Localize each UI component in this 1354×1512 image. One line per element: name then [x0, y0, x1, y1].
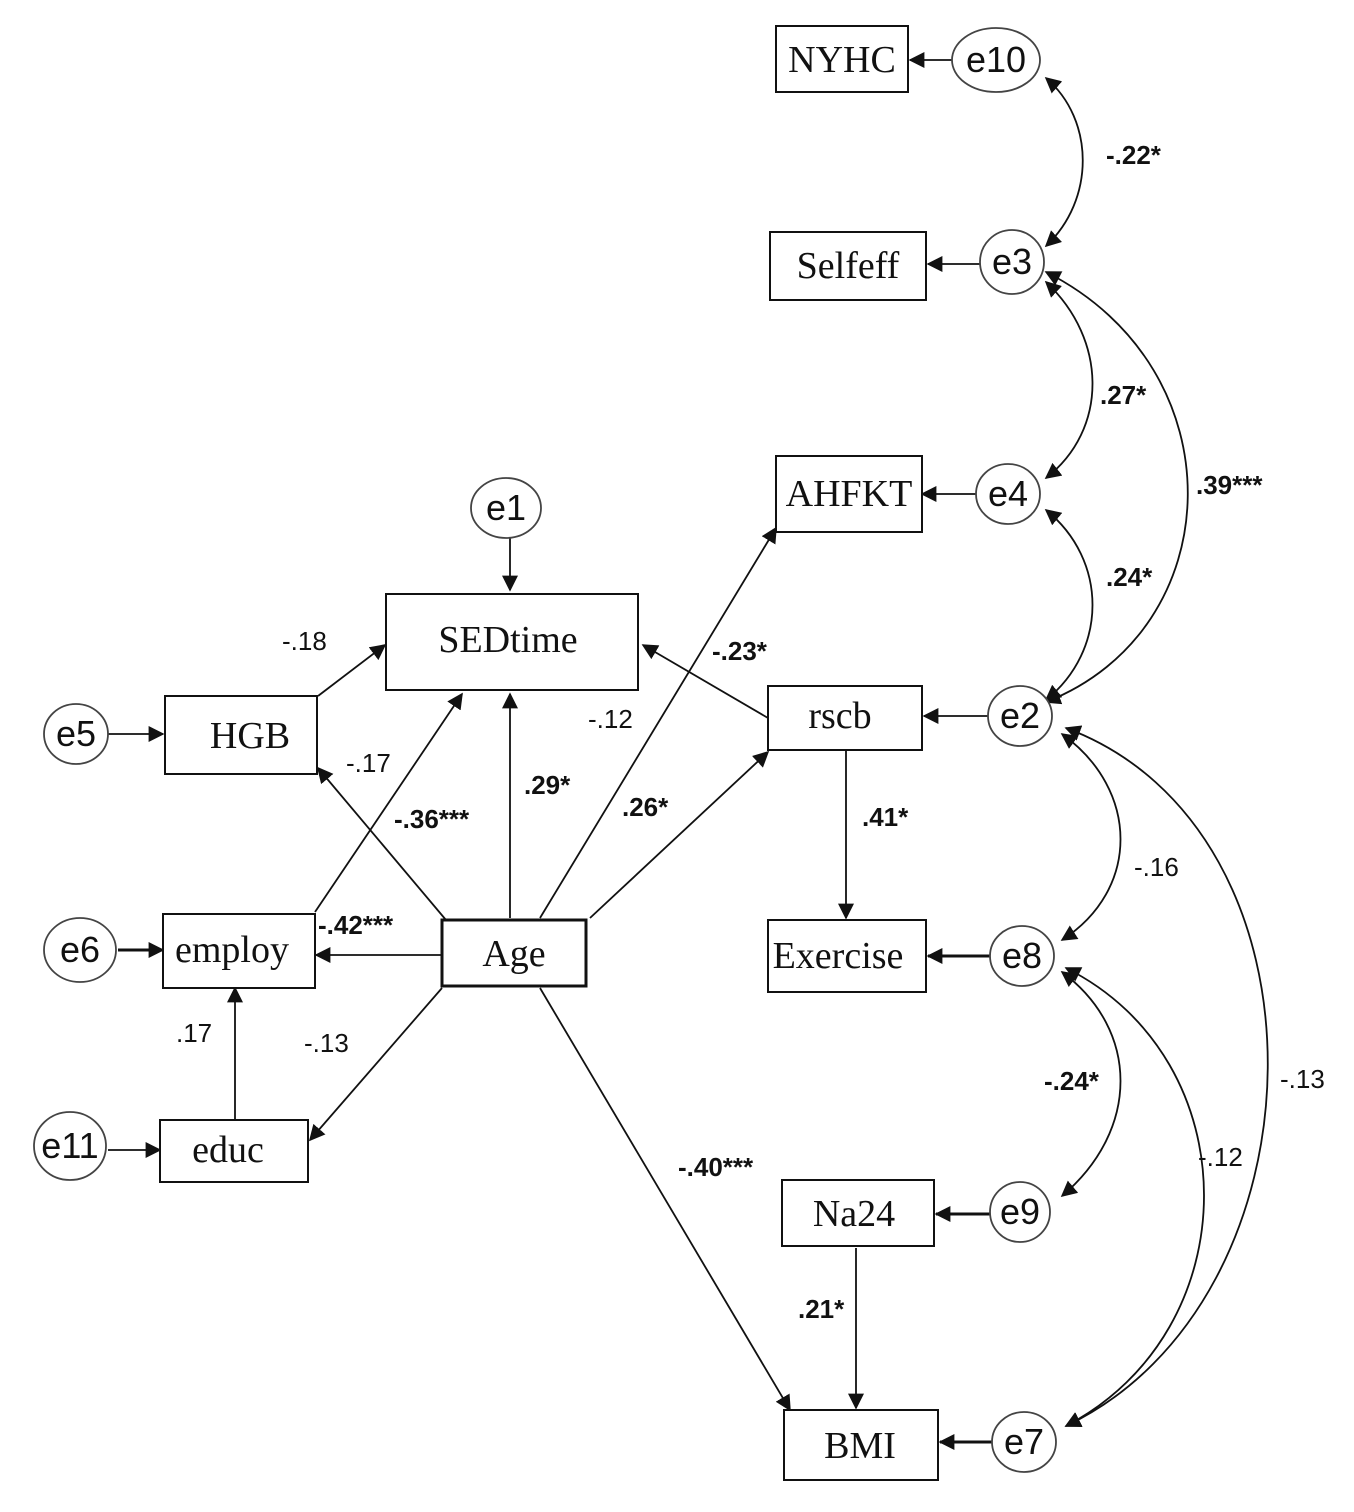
covariance-labels: -.22* .27* .39*** .24* -.16 -.13 -.24* -…: [1044, 140, 1325, 1172]
coef-age-ahfkt: -.12: [588, 704, 633, 734]
cov-label-e10-e3: -.22*: [1106, 140, 1162, 170]
regression-paths: [108, 52, 992, 1450]
e6-label: e6: [60, 929, 100, 970]
cov-label-e3-e2: .39***: [1196, 470, 1263, 500]
cov-label-e8-e9: -.24*: [1044, 1066, 1100, 1096]
employ-label: employ: [175, 929, 289, 971]
path-hgb-sedtime: [317, 644, 387, 697]
path-employ-sedtime: [314, 692, 463, 913]
error-e6: e6: [43, 917, 117, 983]
error-e4: e4: [975, 463, 1041, 525]
path-age-hgb: [316, 766, 447, 921]
error-e1: e1: [470, 477, 542, 539]
cov-label-e3-e4: .27*: [1100, 380, 1147, 410]
age-label: Age: [482, 933, 545, 975]
path-rscb-sedtime: [641, 644, 769, 719]
educ-label: educ: [192, 1129, 264, 1171]
box-bmi: BMI: [783, 1409, 939, 1481]
cov-e2-e8: [1060, 733, 1122, 941]
coef-age-rscb: .26*: [622, 792, 669, 822]
coef-rscb-sedtime: -.23*: [712, 636, 768, 666]
cov-label-e8-e7: -.12: [1198, 1142, 1243, 1172]
error-e11: e11: [33, 1111, 107, 1181]
path-age-bmi: [539, 987, 791, 1412]
e10-label: e10: [966, 39, 1026, 80]
box-selfeff: Selfeff: [769, 231, 927, 301]
observed-variables: NYHC Selfeff AHFKT SEDtime HGB rscb empl…: [159, 25, 939, 1481]
cov-e10-e3: [1044, 76, 1084, 248]
error-e9: e9: [989, 1181, 1051, 1243]
box-ahfkt: AHFKT: [775, 455, 923, 533]
na24-label: Na24: [813, 1193, 895, 1235]
path-coefficients: -.18 -.23* -.12 -.17 -.36*** .29* .26* .…: [176, 626, 909, 1324]
coef-educ-employ: .17: [176, 1018, 212, 1048]
coef-rscb-exercise: .41*: [862, 802, 909, 832]
path-age-ahfkt: [539, 526, 777, 919]
error-e10: e10: [951, 27, 1041, 93]
e7-label: e7: [1004, 1421, 1044, 1462]
e1-label: e1: [486, 487, 526, 528]
box-sedtime: SEDtime: [385, 593, 639, 691]
error-e2: e2: [987, 685, 1053, 747]
e9-label: e9: [1000, 1191, 1040, 1232]
exercise-label: Exercise: [773, 935, 904, 977]
box-hgb: HGB: [164, 695, 318, 775]
path-age-rscb: [589, 750, 770, 919]
cov-label-e2-e8: -.16: [1134, 852, 1179, 882]
cov-label-e2-e7: -.13: [1280, 1064, 1325, 1094]
cov-e3-e4: [1044, 280, 1094, 479]
coef-na24-bmi: .21*: [798, 1294, 845, 1324]
box-employ: employ: [162, 913, 316, 989]
path-age-educ: [308, 987, 443, 1142]
box-rscb: rscb: [767, 685, 923, 751]
e2-label: e2: [1000, 695, 1040, 736]
coef-employ-sedtime: -.36***: [394, 804, 470, 834]
cov-e4-e2: [1044, 508, 1094, 702]
nyhc-label: NYHC: [788, 39, 896, 81]
cov-e2-e7: [1064, 725, 1269, 1427]
box-age: Age: [440, 918, 588, 988]
coef-age-educ: -.13: [304, 1028, 349, 1058]
error-e7: e7: [991, 1411, 1057, 1473]
e11-label: e11: [41, 1125, 98, 1166]
rscb-label: rscb: [808, 695, 871, 737]
coef-hgb-sedtime: -.18: [282, 626, 327, 656]
cov-e8-e9: [1060, 971, 1122, 1198]
error-e5: e5: [43, 703, 109, 765]
cov-e3-e2: [1044, 271, 1189, 705]
coef-age-hgb: -.17: [346, 748, 391, 778]
cov-e8-e7: [1064, 967, 1205, 1427]
coef-age-sedtime: .29*: [524, 770, 571, 800]
coef-age-bmi: -.40***: [678, 1152, 754, 1182]
error-e8: e8: [989, 925, 1055, 987]
e3-label: e3: [992, 241, 1032, 282]
coef-age-employ: -.42***: [318, 910, 394, 940]
e4-label: e4: [988, 473, 1028, 514]
box-na24: Na24: [781, 1179, 935, 1247]
selfeff-label: Selfeff: [797, 245, 900, 287]
error-terms: e10 e3 e4 e1 e2 e5 e6 e8: [33, 27, 1057, 1473]
hgb-label: HGB: [210, 715, 290, 757]
error-e3: e3: [979, 229, 1045, 295]
box-exercise: Exercise: [767, 919, 927, 993]
cov-label-e4-e2: .24*: [1106, 562, 1153, 592]
e8-label: e8: [1002, 935, 1042, 976]
e5-label: e5: [56, 713, 96, 754]
sedtime-label: SEDtime: [438, 619, 577, 661]
ahfkt-label: AHFKT: [786, 473, 913, 515]
box-educ: educ: [159, 1119, 309, 1183]
covariance-arcs: [1044, 76, 1269, 1427]
box-nyhc: NYHC: [775, 25, 909, 93]
bmi-label: BMI: [824, 1425, 896, 1467]
